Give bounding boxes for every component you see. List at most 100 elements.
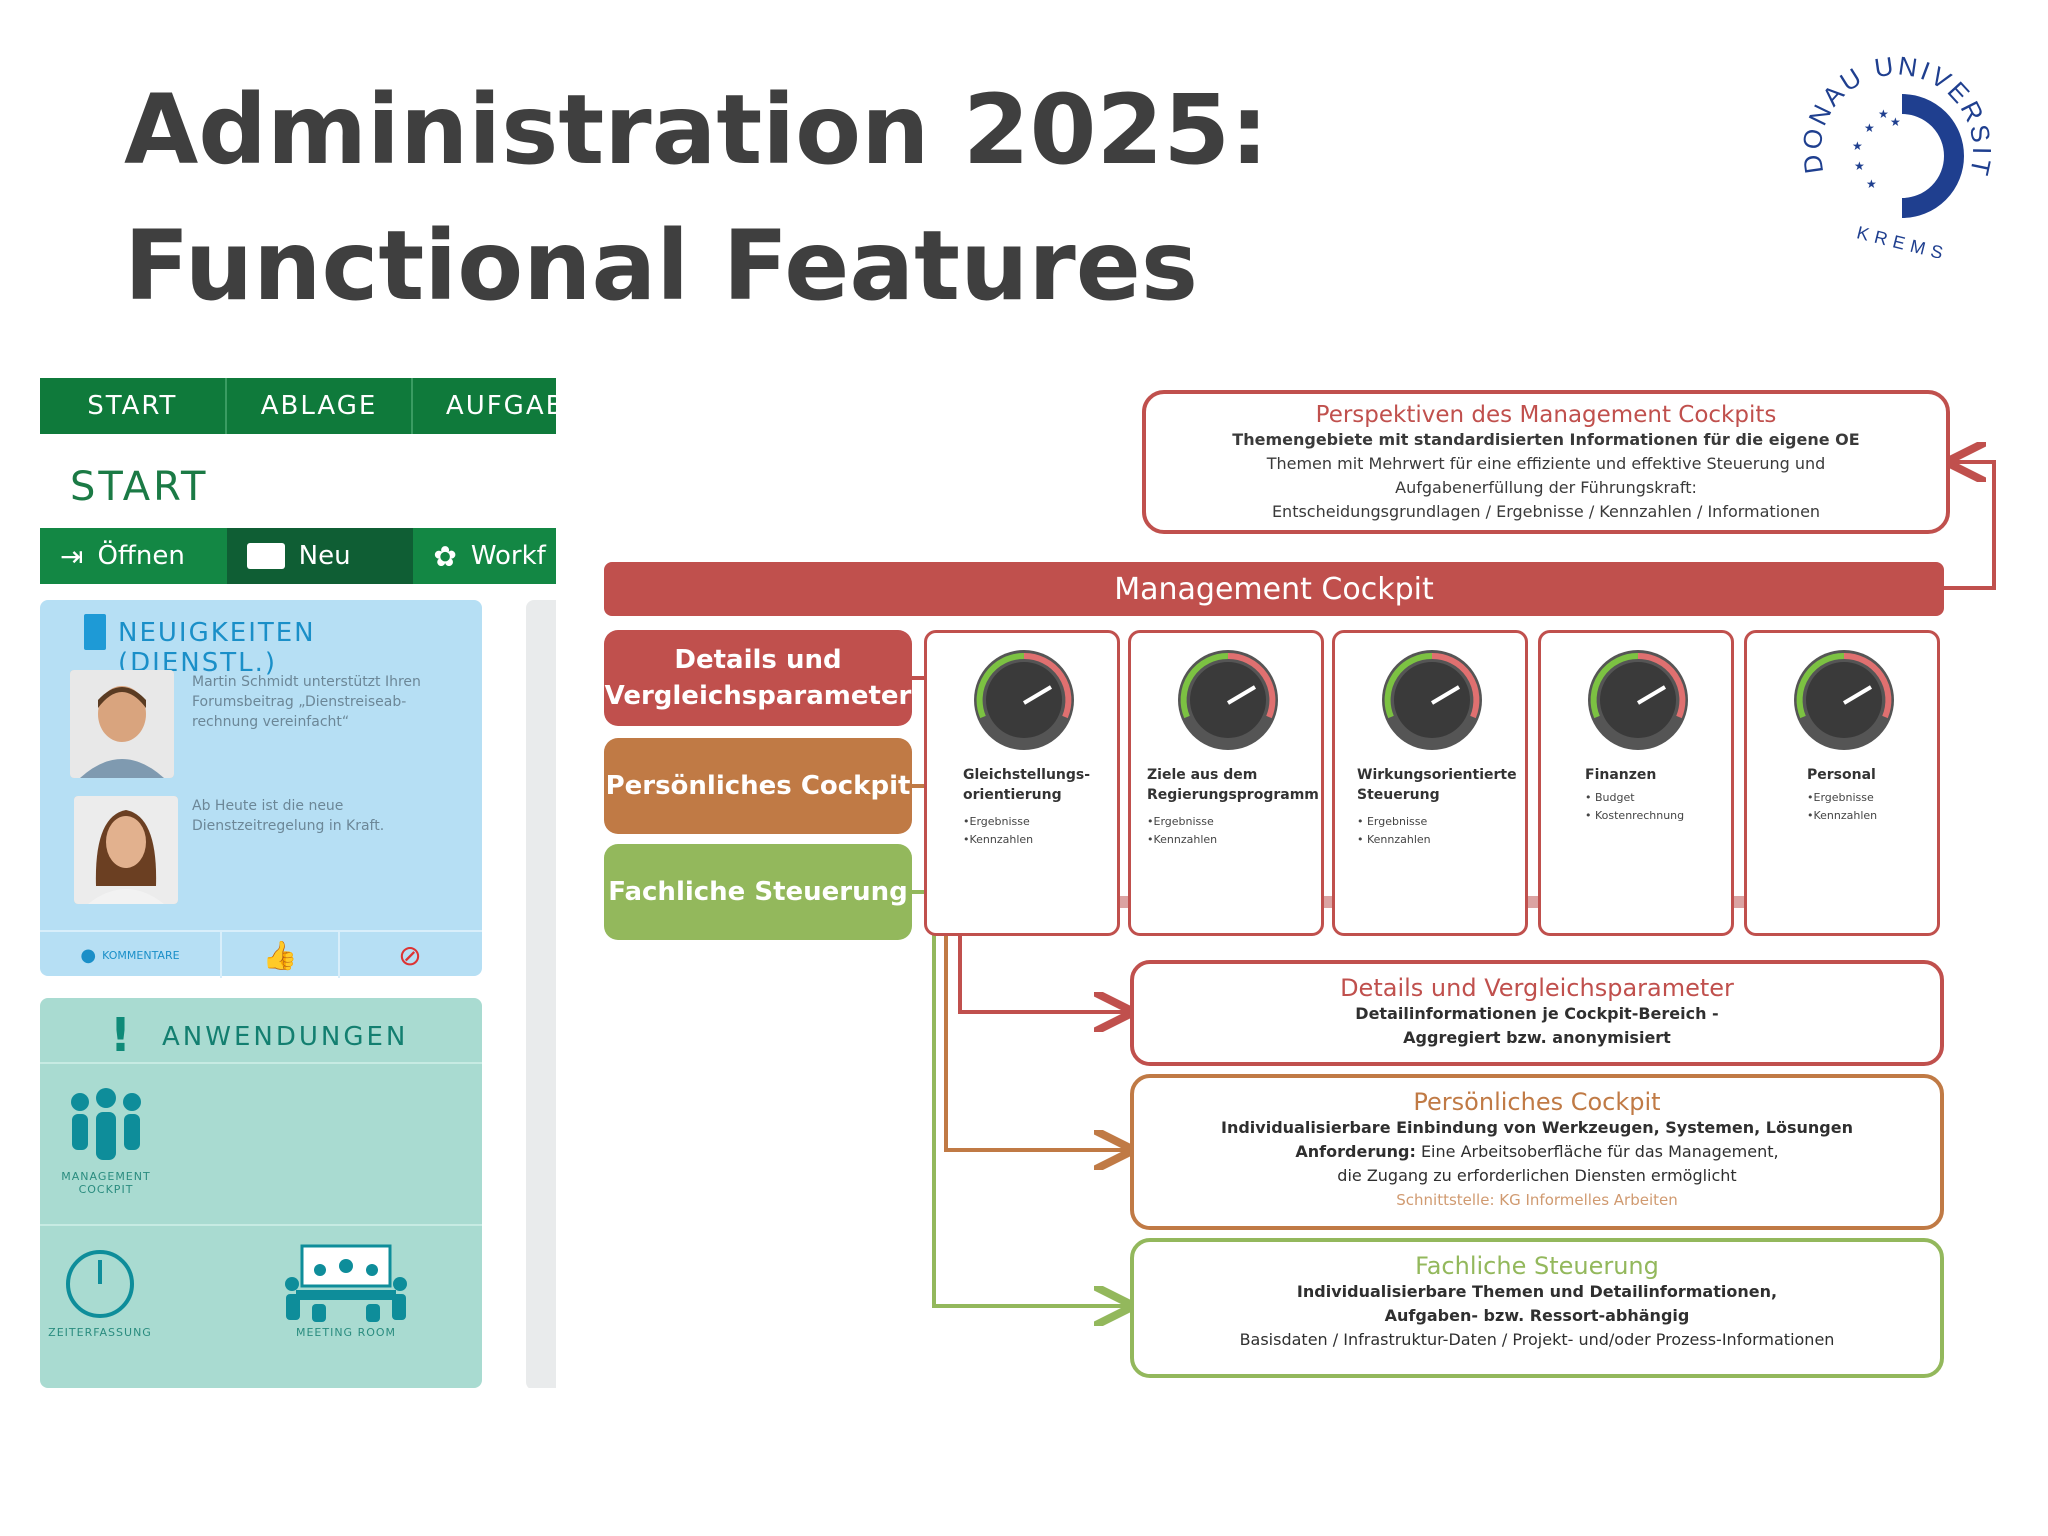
workflow-label: Workf bbox=[470, 541, 546, 571]
details-box-line-2: Aggregiert bzw. anonymisiert bbox=[1403, 1028, 1671, 1047]
cockpit-panel-wirkung: Wirkungsorientierte Steuerung • Ergebnis… bbox=[1332, 630, 1528, 936]
like-button[interactable]: 👍 bbox=[222, 932, 340, 978]
fachliche-steuerung-button: Fachliche Steuerung bbox=[604, 844, 912, 940]
folder-icon bbox=[246, 543, 285, 569]
perspectives-line-2: Themen mit Mehrwert für eine effiziente … bbox=[1266, 454, 1826, 473]
meeting-room-icon bbox=[285, 1244, 407, 1322]
fachlich-box-title: Fachliche Steuerung bbox=[1415, 1252, 1659, 1280]
title-line-2: Functional Features bbox=[124, 210, 1198, 322]
avatar-man bbox=[70, 670, 174, 778]
panel-items-regierungsprogramm: •Ergebnisse •Kennzahlen bbox=[1147, 815, 1218, 846]
cockpit-panel-regierungsprogramm: Ziele aus dem Regierungsprogramm •Ergebn… bbox=[1128, 630, 1324, 936]
perspectives-box: Perspektiven des Management Cockpits The… bbox=[1142, 390, 1950, 534]
person-male-icon bbox=[70, 670, 174, 778]
personal-box-line-2: Anforderung: Eine Arbeitsoberfläche für … bbox=[1134, 1140, 1940, 1164]
new-button[interactable]: Neu bbox=[226, 528, 414, 584]
open-icon: ⇥ bbox=[60, 539, 84, 573]
fachlich-connector bbox=[912, 890, 1126, 1306]
personal-box-title: Persönliches Cockpit bbox=[1413, 1088, 1661, 1116]
portal-screenshot: START ABLAGE AUFGAB START ⇥ Öffnen Neu ✿… bbox=[40, 378, 556, 1388]
news-item-2: Ab Heute ist die neue Dienstzeitregelung… bbox=[192, 798, 385, 834]
gauge-icon bbox=[1794, 650, 1894, 750]
cockpit-panel-finanzen: Finanzen • Budget • Kostenrechnung bbox=[1538, 630, 1734, 936]
gauge-icon bbox=[1382, 650, 1482, 750]
cockpit-panel-gleichstellung: Gleichstellungs-orientierung •Ergebnisse… bbox=[924, 630, 1120, 936]
panel-items-gleichstellung: •Ergebnisse •Kennzahlen bbox=[963, 815, 1034, 846]
applications-heading: ANWENDUNGEN bbox=[162, 1022, 409, 1052]
cockpit-panel-personal: Personal •Ergebnisse •Kennzahlen bbox=[1744, 630, 1940, 936]
open-label: Öffnen bbox=[97, 541, 185, 571]
fachliche-steuerung-box: Fachliche Steuerung Individualisierbare … bbox=[1130, 1238, 1944, 1378]
person-female-icon bbox=[74, 796, 178, 904]
personal-cockpit-box: Persönliches Cockpit Individualisierbare… bbox=[1130, 1074, 1944, 1230]
time-tracking-app[interactable]: ZEITERFASSUNG bbox=[48, 1244, 170, 1364]
management-cockpit-label: MANAGEMENT COCKPIT bbox=[61, 1170, 151, 1196]
panel-title-wirkung: Wirkungsorientierte Steuerung bbox=[1357, 767, 1517, 803]
workflow-button[interactable]: ✿ Workf bbox=[413, 528, 556, 584]
personal-box-line-1: Individualisierbare Einbindung von Werkz… bbox=[1221, 1118, 1853, 1137]
requirement-label: Anforderung: bbox=[1295, 1142, 1416, 1161]
gauge-icon bbox=[1588, 650, 1688, 750]
perspective-feedback-arrow bbox=[1944, 462, 1996, 590]
open-button[interactable]: ⇥ Öffnen bbox=[40, 528, 227, 584]
perspectives-line-4: Entscheidungsgrundlagen / Ergebnisse / K… bbox=[1271, 502, 1821, 521]
details-box-line-1: Detailinformationen je Cockpit-Bereich - bbox=[1355, 1004, 1719, 1023]
fachlich-box-line-2: Aufgaben- bzw. Ressort-abhängig bbox=[1384, 1306, 1690, 1325]
svg-text:★: ★ bbox=[1866, 177, 1877, 191]
details-box-title: Details und Vergleichsparameter bbox=[1340, 974, 1734, 1002]
gauge-icon bbox=[1178, 650, 1278, 750]
slide-title: Administration 2025: Functional Features bbox=[124, 62, 1268, 334]
requirement-text: Eine Arbeitsoberfläche für das Managemen… bbox=[1415, 1142, 1779, 1161]
applications-widget: ! ANWENDUNGEN MANAGEMENT COCKPIT ZEITERF… bbox=[40, 998, 482, 1388]
management-cockpit-bar: Management Cockpit bbox=[604, 562, 1944, 616]
university-logo: ★★★ ★★★ DONAU UNIVERSITÄT KREMS bbox=[1794, 52, 1995, 258]
portal-tabbar: START ABLAGE AUFGAB bbox=[40, 378, 556, 434]
svg-text:★: ★ bbox=[1854, 159, 1865, 173]
tab-aufgaben[interactable]: AUFGAB bbox=[413, 378, 556, 434]
perspectives-line-1: Themengebiete mit standardisierten Infor… bbox=[1232, 430, 1860, 449]
app-divider-2 bbox=[40, 1224, 482, 1226]
new-label: Neu bbox=[298, 541, 351, 571]
people-group-icon bbox=[71, 1088, 141, 1160]
app-divider bbox=[40, 1062, 482, 1064]
tab-start[interactable]: START bbox=[40, 378, 227, 434]
news-heading: NEUIGKEITEN (DIENSTL.) bbox=[118, 618, 316, 678]
device-icon bbox=[84, 614, 106, 650]
unlike-button[interactable]: ⊘ bbox=[340, 932, 480, 978]
news-widget: NEUIGKEITEN (DIENSTL.) Martin Schmidt un… bbox=[40, 600, 482, 978]
panel-items-personal: •Ergebnisse •Kennzahlen bbox=[1807, 791, 1878, 822]
panel-title-finanzen: Finanzen bbox=[1585, 767, 1657, 783]
perspectives-title: Perspektiven des Management Cockpits bbox=[1315, 402, 1777, 428]
portal-actionbar: ⇥ Öffnen Neu ✿ Workf bbox=[40, 528, 556, 584]
meeting-room-app[interactable]: MEETING ROOM bbox=[276, 1244, 416, 1364]
perspectives-line-3: Aufgabenerfüllung der Führungskraft: bbox=[1395, 478, 1697, 497]
thumbs-up-icon: 👍 bbox=[262, 938, 298, 972]
fachlich-box-line-1: Individualisierbare Themen und Detailinf… bbox=[1296, 1282, 1778, 1301]
details-box: Details und Vergleichsparameter Detailin… bbox=[1130, 960, 1944, 1066]
svg-text:★: ★ bbox=[1852, 139, 1863, 153]
management-cockpit-app[interactable]: MANAGEMENT COCKPIT bbox=[46, 1088, 166, 1208]
personal-cockpit-button: Persönliches Cockpit bbox=[604, 738, 912, 834]
panel-items-finanzen: • Budget • Kostenrechnung bbox=[1585, 791, 1685, 822]
title-line-1: Administration 2025: bbox=[124, 74, 1269, 186]
comments-button[interactable]: ● KOMMENTARE bbox=[40, 932, 222, 978]
panel-title-personal: Personal bbox=[1807, 767, 1876, 783]
news-item-1: Martin Schmidt unterstützt Ihren Forumsb… bbox=[192, 674, 421, 730]
clock-icon bbox=[66, 1250, 134, 1318]
personal-box-line-3: die Zugang zu erforderlichen Diensten er… bbox=[1337, 1166, 1737, 1185]
svg-text:★: ★ bbox=[1878, 107, 1889, 121]
comment-icon: ● bbox=[80, 944, 97, 966]
panel-items-wirkung: • Ergebnisse • Kennzahlen bbox=[1357, 815, 1431, 846]
portal-page-title: START bbox=[70, 464, 209, 510]
details-button: Details und Vergleichsparameter bbox=[604, 630, 912, 726]
tab-ablage[interactable]: ABLAGE bbox=[227, 378, 414, 434]
gauge-icon bbox=[974, 650, 1074, 750]
meeting-room-label: MEETING ROOM bbox=[295, 1326, 397, 1339]
gear-icon: ✿ bbox=[433, 539, 457, 573]
personal-box-line-4: Schnittstelle: KG Informelles Arbeiten bbox=[1396, 1191, 1678, 1209]
thumbs-up-crossed-icon: ⊘ bbox=[398, 938, 422, 972]
comments-label: KOMMENTARE bbox=[102, 948, 180, 962]
svg-text:★: ★ bbox=[1890, 115, 1901, 129]
fachlich-box-line-3: Basisdaten / Infrastruktur-Daten / Proje… bbox=[1239, 1330, 1835, 1349]
time-tracking-label: ZEITERFASSUNG bbox=[48, 1326, 152, 1339]
